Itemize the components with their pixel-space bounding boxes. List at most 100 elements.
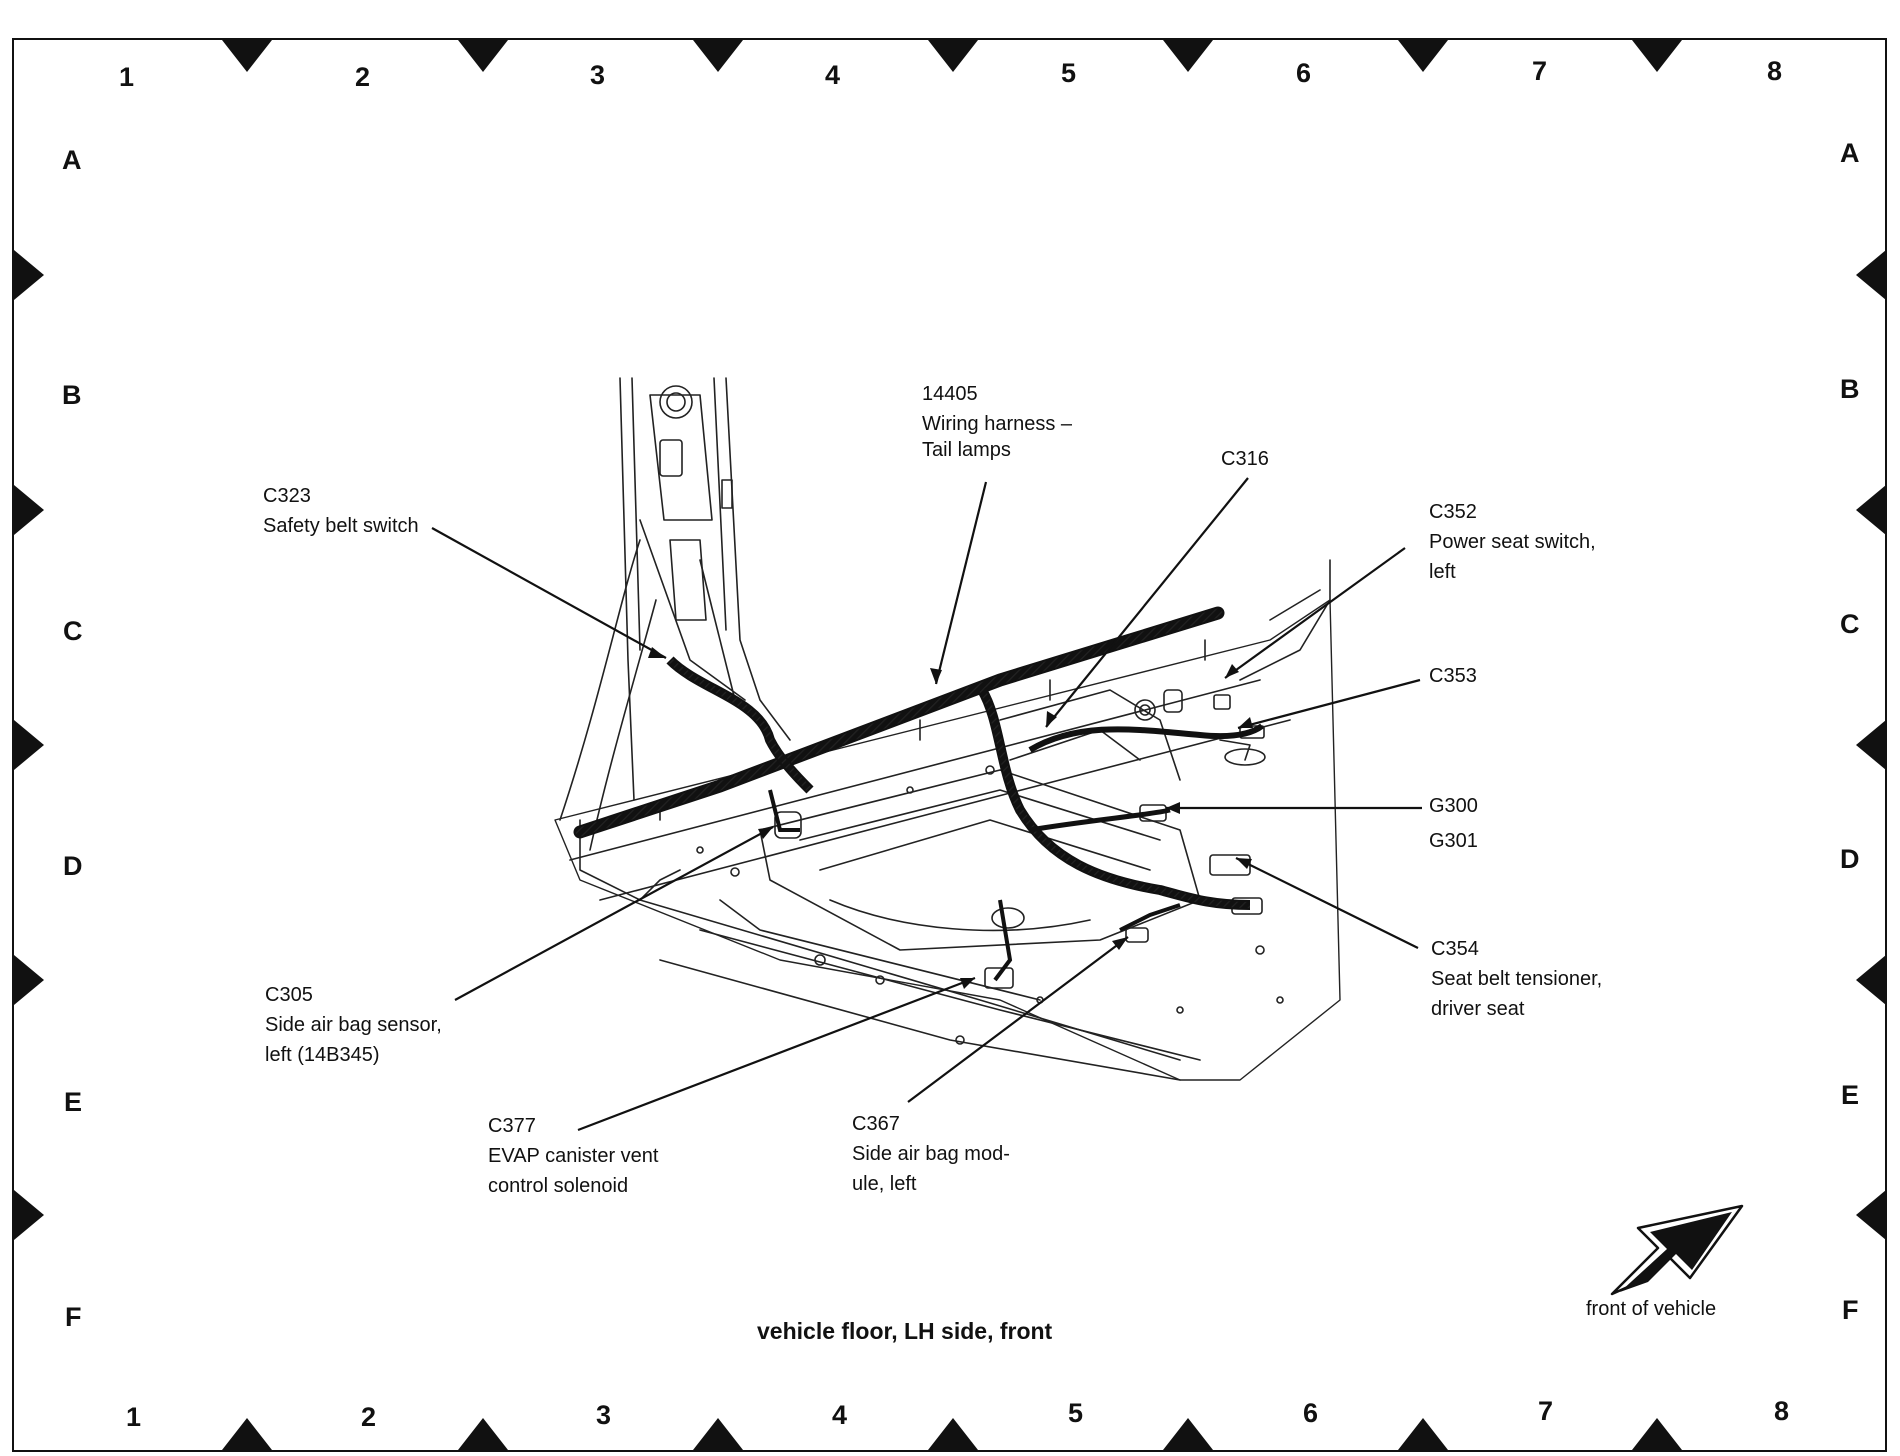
column-label: 5 (1068, 1398, 1084, 1428)
left-marker (14, 485, 44, 535)
bottom-marker (222, 1418, 272, 1450)
left-marker (14, 250, 44, 300)
row-label: E (1841, 1080, 1860, 1110)
row-label: E (64, 1087, 83, 1117)
grid-markers (14, 40, 1886, 1450)
column-label: 1 (119, 62, 135, 92)
connector-code: C377 (488, 1115, 536, 1137)
row-label: D (63, 851, 83, 881)
top-marker (222, 40, 272, 72)
row-label: A (1840, 138, 1860, 168)
connector-description: Side air bag mod- (852, 1143, 1010, 1165)
right-marker (1856, 250, 1886, 300)
top-marker (1163, 40, 1213, 72)
row-label: F (1842, 1295, 1859, 1325)
connector-code: C352 (1429, 501, 1477, 523)
right-marker (1856, 485, 1886, 535)
column-label: 7 (1538, 1396, 1554, 1426)
callout-g301: G301 (1429, 826, 1478, 856)
connector-description: control solenoid (488, 1175, 629, 1197)
top-marker (928, 40, 978, 72)
connector-code: C316 (1221, 448, 1269, 470)
connector-description: EVAP canister vent (488, 1145, 659, 1167)
connector-description: Side air bag sensor, (265, 1014, 442, 1036)
leader-14405 (934, 481, 988, 685)
column-label: 7 (1532, 56, 1548, 86)
callout-c367: C367 Side air bag mod- ule, left (852, 1109, 1010, 1199)
callout-c354: C354 Seat belt tensioner, driver seat (1431, 934, 1602, 1024)
connector-description: left (14B345) (265, 1044, 380, 1066)
row-label: C (1840, 609, 1860, 639)
bottom-marker (458, 1418, 508, 1450)
column-label: 4 (832, 1400, 848, 1430)
column-label: 5 (1061, 58, 1077, 88)
leader-c323 (431, 527, 667, 659)
connector-description: Safety belt switch (263, 515, 419, 537)
column-label: 4 (825, 60, 841, 90)
top-marker (693, 40, 743, 72)
ground-code: G300 (1429, 795, 1478, 817)
right-marker (1856, 955, 1886, 1005)
bottom-marker (1163, 1418, 1213, 1450)
column-label: 8 (1774, 1396, 1790, 1426)
arrow-icon (1610, 1204, 1744, 1296)
connector-description: left (1429, 561, 1456, 583)
bottom-marker (1398, 1418, 1448, 1450)
pillar-edge (619, 377, 635, 801)
top-marker (1398, 40, 1448, 72)
column-label: 2 (361, 1402, 377, 1432)
leader-c367 (907, 936, 1129, 1103)
connector-code: C323 (263, 485, 311, 507)
bottom-marker (1632, 1418, 1682, 1450)
callout-c323: C323 Safety belt switch (263, 481, 419, 541)
connector-description: driver seat (1431, 998, 1525, 1020)
connector-code: C367 (852, 1113, 900, 1135)
leader-lines (431, 477, 1422, 1132)
callout-c353: C353 (1429, 661, 1477, 691)
connector-code: C354 (1431, 938, 1479, 960)
connector-code: C353 (1429, 665, 1477, 687)
left-marker (14, 720, 44, 770)
row-label: D (1840, 844, 1860, 874)
row-label: B (1840, 374, 1860, 404)
bottom-marker (693, 1418, 743, 1450)
right-marker (1856, 720, 1886, 770)
harness-description: Wiring harness – (922, 413, 1073, 435)
leader-c352 (1224, 547, 1406, 679)
left-marker (14, 955, 44, 1005)
top-marker (1632, 40, 1682, 72)
column-label: 8 (1767, 56, 1783, 86)
column-label: 6 (1303, 1398, 1319, 1428)
callout-c316: C316 (1221, 444, 1269, 474)
leader-c353 (1237, 678, 1421, 730)
ground-code: G301 (1429, 830, 1478, 852)
leader-c316 (1045, 477, 1249, 728)
bottom-marker (928, 1418, 978, 1450)
column-label: 3 (596, 1400, 612, 1430)
connector-description: Seat belt tensioner, (1431, 968, 1603, 990)
row-label: B (62, 380, 82, 410)
column-label: 6 (1296, 58, 1312, 88)
leader-c305 (454, 826, 774, 1001)
row-label: A (62, 145, 82, 175)
leader-c377 (577, 976, 976, 1132)
vehicle-floor-drawing (554, 377, 1341, 1081)
row-label: C (63, 616, 83, 646)
connector-description: ule, left (852, 1173, 917, 1195)
callout-c305: C305 Side air bag sensor, left (14B345) (265, 980, 442, 1070)
row-label: F (65, 1302, 82, 1332)
front-of-vehicle-label: front of vehicle (1586, 1298, 1717, 1320)
harness-description: Tail lamps (922, 439, 1011, 461)
connector-code: C305 (265, 984, 313, 1006)
column-label: 1 (126, 1402, 142, 1432)
callout-c377: C377 EVAP canister vent control solenoid (488, 1111, 658, 1201)
callout-c352: C352 Power seat switch, left (1429, 497, 1596, 587)
column-label: 2 (355, 62, 371, 92)
callout-g300: G300 (1429, 791, 1478, 821)
wiring-harness (573, 606, 1264, 982)
top-marker (458, 40, 508, 72)
callout-14405: 14405 Wiring harness – Tail lamps (922, 379, 1072, 465)
diagram-caption: vehicle floor, LH side, front (757, 1318, 1053, 1344)
